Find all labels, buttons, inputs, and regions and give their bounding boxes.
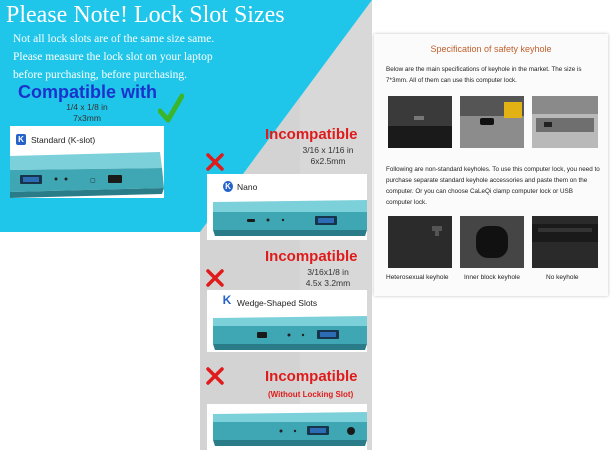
no-slot-card (207, 404, 367, 450)
checkmark-icon (158, 93, 184, 123)
no-keyhole-photo (532, 216, 598, 268)
intro-text: Not all lock slots are of the same size … (13, 30, 263, 84)
photo-caption: No keyhole (546, 274, 579, 281)
spec-paragraph-standard: Below are the main specifications of key… (386, 66, 582, 84)
x-mark-icon (206, 269, 224, 287)
dimension-inches: 3/16 x 1/16 in (302, 145, 354, 155)
k-slot-icon: K (223, 181, 233, 192)
slot-label: Nano (237, 182, 258, 192)
dimension-mm: 7x3mm (73, 113, 101, 123)
wedge-slot-card: K Wedge-Shaped Slots (207, 290, 367, 352)
k-slot-icon: K (222, 293, 232, 307)
incompatible-heading: Incompatible (265, 248, 358, 265)
dimension-mm: 6x2.5mm (310, 156, 346, 166)
laptop-side-image (213, 200, 367, 236)
slot-label: Wedge-Shaped Slots (237, 298, 318, 308)
svg-text:▢: ▢ (90, 178, 96, 184)
x-mark-icon (206, 367, 224, 385)
compatible-dimensions: 1/4 x 1/8 in 7x3mm (62, 102, 112, 124)
page-title: Please Note! Lock Slot Sizes (6, 2, 285, 28)
incompatible-heading: Incompatible (265, 126, 358, 143)
laptop-side-image (213, 316, 367, 350)
incompatible-heading: Incompatible (265, 368, 358, 385)
wedge-dimensions: 3/16x1/8 in 4.5x 3.2mm (293, 267, 363, 289)
keyhole-photo (532, 96, 598, 148)
heterosexual-keyhole-photo (388, 216, 452, 268)
nano-slot-card: K Nano (207, 174, 367, 240)
laptop-side-image: ▢ (10, 152, 164, 198)
intro-line: Not all lock slots are of the same size … (13, 33, 215, 45)
photo-caption: Inner block keyhole (464, 274, 521, 281)
dimension-inches: 1/4 x 1/8 in (66, 102, 108, 112)
slot-label: Standard (K-slot) (31, 135, 96, 145)
intro-line: before purchasing, before purchasing. (13, 69, 188, 81)
k-slot-icon: K (16, 134, 26, 145)
photo-caption: Heterosexual keyhole (386, 274, 449, 281)
spec-panel: Specification of safety keyhole Below ar… (374, 34, 608, 296)
dimension-inches: 3/16x1/8 in (307, 267, 349, 277)
spec-paragraph-nonstandard: Following are non-standard keyholes. To … (386, 166, 600, 206)
dimension-mm: 4.5x 3.2mm (305, 278, 351, 288)
keyhole-photo (388, 96, 452, 148)
keyhole-photo (460, 96, 524, 148)
x-mark-icon (206, 153, 224, 171)
laptop-side-image (213, 412, 367, 446)
intro-line: Please measure the lock slot on your lap… (13, 51, 213, 63)
compatible-heading: Compatible with (18, 82, 157, 102)
spec-title: Specification of safety keyhole (430, 44, 552, 54)
no-lock-note: (Without Locking Slot) (268, 390, 354, 399)
inner-block-keyhole-photo (460, 216, 524, 268)
nano-dimensions: 3/16 x 1/16 in 6x2.5mm (293, 145, 363, 167)
standard-slot-card: K Standard (K-slot) ▢ (10, 126, 164, 198)
